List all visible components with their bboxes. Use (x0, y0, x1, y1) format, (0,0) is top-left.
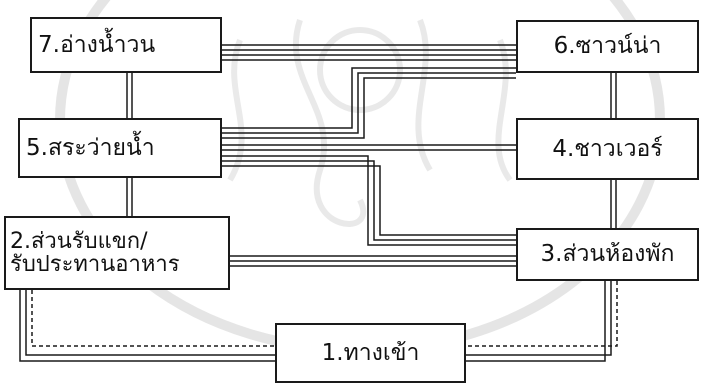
edge-5-6 (222, 67, 516, 139)
node-6-sauna: 6.ซาวน์น่า (516, 20, 699, 73)
edge-2-3 (230, 255, 516, 267)
node-4-label: 4.ชาวเวอร์ (552, 135, 663, 162)
node-3-label: 3.ส่วนห้องพัก (540, 241, 675, 268)
edge-5-2 (126, 178, 133, 216)
node-6-label: 6.ซาวน์น่า (553, 33, 662, 60)
node-4-shower: 4.ชาวเวอร์ (516, 118, 699, 180)
edge-7-5 (126, 73, 133, 118)
edge-4-3 (610, 180, 617, 228)
node-2-label-line1: 2.ส่วนรับแขก/ (10, 228, 148, 254)
node-1-entrance: 1.ทางเข้า (275, 323, 466, 383)
node-5-label: 5.สระว่ายน้ำ (26, 134, 155, 161)
edge-5-3 (222, 155, 516, 246)
edge-5-4 (222, 144, 516, 151)
edge-3-1 (466, 281, 618, 362)
node-1-label: 1.ทางเข้า (321, 339, 420, 366)
node-2-reception-dining: 2.ส่วนรับแขก/ รับประทานอาหาร (4, 216, 230, 290)
node-3-rooms: 3.ส่วนห้องพัก (516, 228, 699, 281)
node-7-jacuzzi: 7.อ่างน้ำวน (30, 17, 222, 73)
edge-7-6 (222, 44, 516, 61)
node-2-label-line2: รับประทานอาหาร (10, 252, 180, 277)
edge-2-1 (19, 290, 275, 362)
edge-6-4 (610, 73, 617, 118)
node-7-label: 7.อ่างน้ำวน (38, 31, 156, 58)
node-5-pool: 5.สระว่ายน้ำ (18, 118, 222, 178)
